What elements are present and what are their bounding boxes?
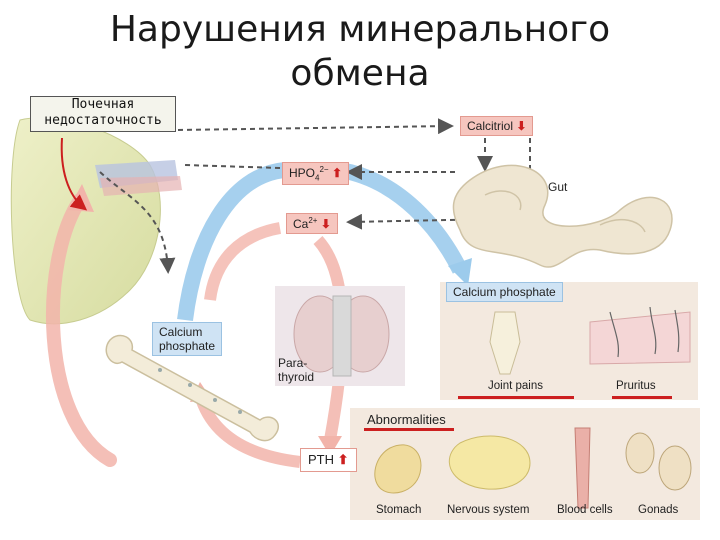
calcitriol-label: Calcitriol bbox=[467, 119, 514, 133]
calcium-phosphate-bone-line2: phosphate bbox=[159, 339, 216, 353]
calcium-label: Ca bbox=[293, 217, 309, 231]
joint-pains-underline bbox=[458, 396, 574, 399]
stomach-label: Stomach bbox=[376, 504, 422, 516]
dashed-hpo4-to-kidney bbox=[184, 164, 281, 169]
renal-failure-label-line2: недостаточность bbox=[44, 113, 162, 128]
renal-failure-label: Почечная недостаточность bbox=[30, 96, 176, 132]
parathyroid-panel bbox=[275, 286, 405, 386]
abnormalities-panel bbox=[350, 408, 700, 520]
blood-cells-label: Blood cells bbox=[557, 504, 613, 516]
parathyroid-illustration bbox=[293, 295, 390, 377]
parathyroid-label-line1: Para- bbox=[278, 356, 308, 370]
pink-arrow-bone-to-kidney bbox=[46, 193, 117, 467]
gut-label: Gut bbox=[548, 180, 568, 194]
gut-illustration bbox=[452, 164, 673, 268]
up-arrow-icon: ⬆ bbox=[337, 452, 349, 467]
calcium-phosphate-bone-box: Calcium phosphate bbox=[152, 322, 223, 356]
page-title: Нарушения минерального обмена bbox=[109, 9, 611, 94]
deposits-illustration bbox=[489, 306, 691, 375]
blue-arrow-hpo4-to-bone bbox=[177, 162, 287, 321]
calcium-phosphate-bone-line1: Calcium bbox=[159, 325, 203, 339]
gonads-label: Gonads bbox=[638, 504, 679, 516]
red-arrow-renal-failure bbox=[60, 137, 88, 211]
hpo4-superscript: 2− bbox=[319, 165, 329, 174]
joint-pains-label: Joint pains bbox=[488, 380, 543, 392]
calcium-box: Ca2+ ⬇ bbox=[286, 213, 338, 234]
kidney-illustration bbox=[10, 117, 182, 325]
pth-label: PTH bbox=[308, 452, 334, 467]
calcitriol-box: Calcitriol ⬇ bbox=[460, 116, 534, 136]
down-arrow-icon: ⬇ bbox=[320, 217, 331, 231]
pruritus-label: Pruritus bbox=[616, 380, 656, 392]
nervous-system-label: Nervous system bbox=[447, 504, 530, 516]
pth-box: PTH ⬆ bbox=[300, 448, 357, 472]
down-arrow-icon: ⬇ bbox=[516, 119, 527, 133]
bone-illustration bbox=[105, 334, 280, 442]
up-arrow-icon: ⬆ bbox=[331, 166, 342, 180]
pruritus-underline bbox=[612, 396, 672, 399]
parathyroid-label-line2: thyroid bbox=[278, 370, 315, 384]
hpo4-subscript: 4 bbox=[315, 173, 320, 183]
dashed-kidney-to-calcitriol bbox=[177, 118, 454, 135]
parathyroid-label: Para- thyroid bbox=[278, 356, 314, 384]
organs-illustration bbox=[374, 427, 692, 509]
pink-arrow-bone-to-ca bbox=[204, 222, 282, 301]
dashed-kidney-loop bbox=[99, 171, 176, 274]
hpo4-label: HPO bbox=[289, 166, 316, 180]
renal-failure-label-line1: Почечная bbox=[71, 97, 135, 112]
abnormalities-underline bbox=[364, 428, 454, 431]
hpo4-box: HPO42− ⬆ bbox=[282, 162, 349, 186]
calcium-phosphate-deposits-box: Calcium phosphate bbox=[446, 282, 563, 302]
abnormalities-title: Abnormalities bbox=[367, 412, 446, 427]
dashed-gut-to-ca bbox=[346, 213, 546, 230]
calcium-superscript: 2+ bbox=[308, 216, 318, 225]
